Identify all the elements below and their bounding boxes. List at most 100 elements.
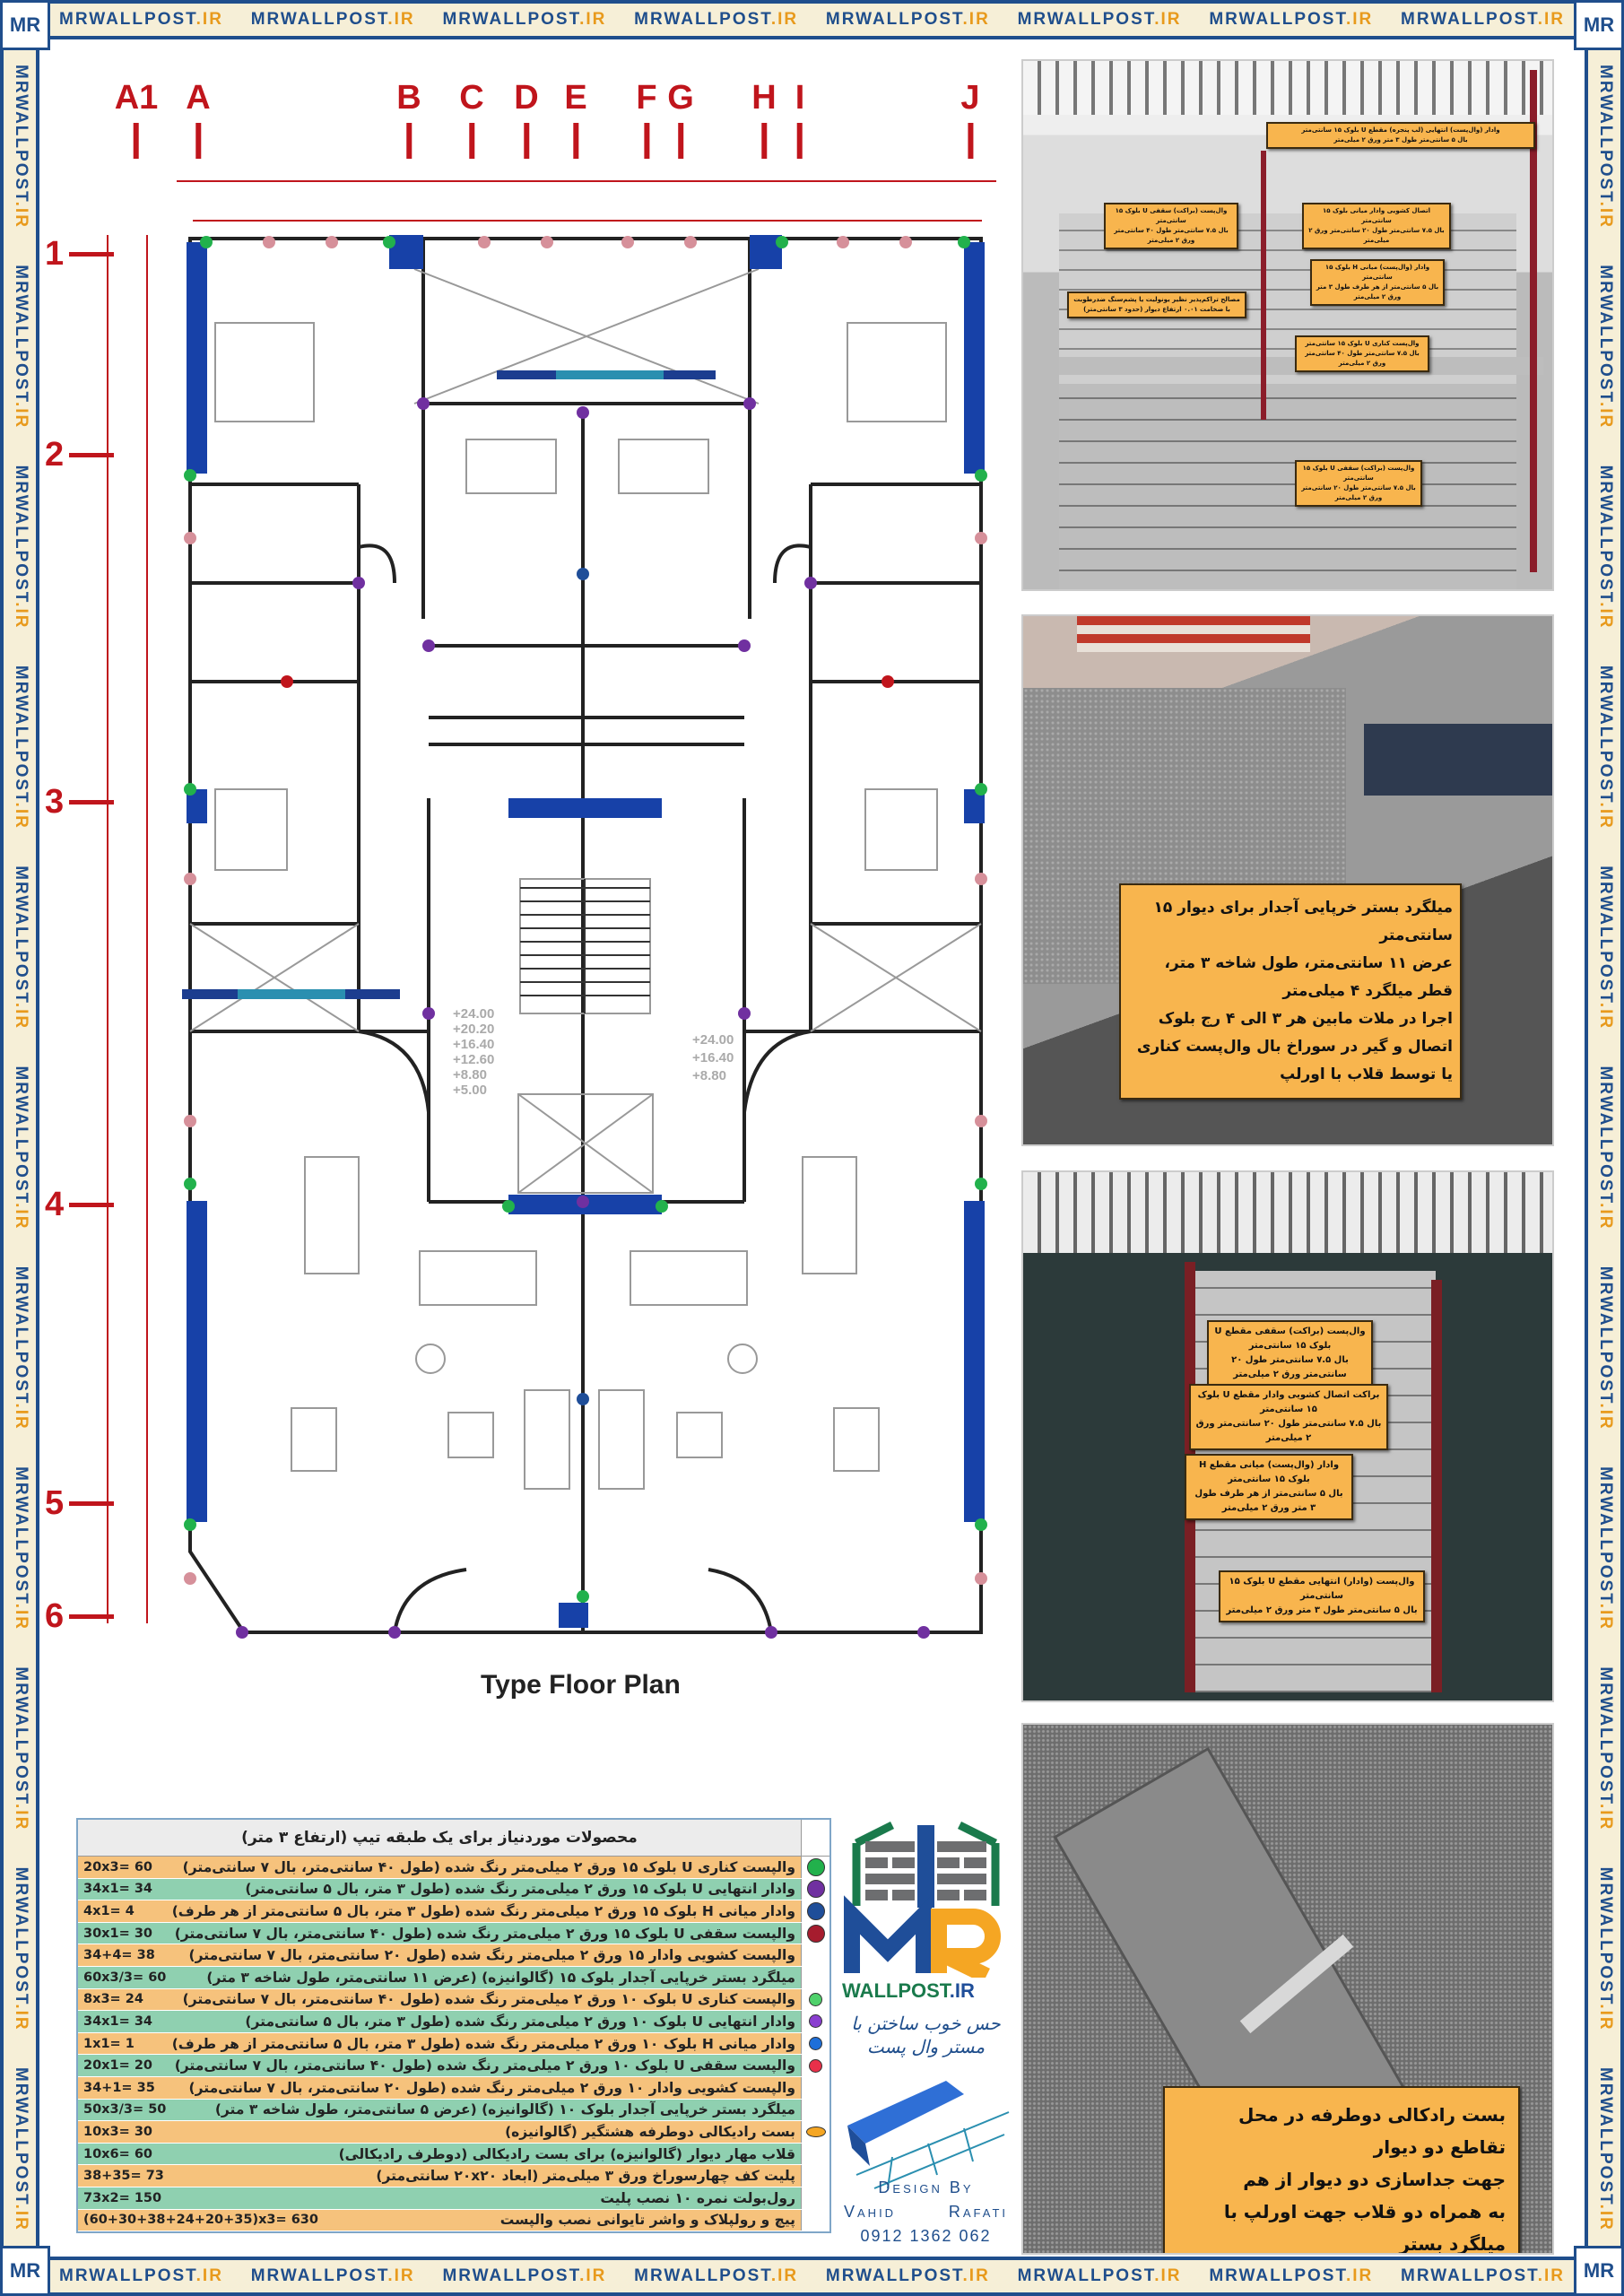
border-text: MRWALLPOST.IR	[1017, 2266, 1182, 2285]
wallpost-marker-dot	[917, 1626, 930, 1639]
table-row: وادار انتهایی U بلوک ۱۰ ورق ۲ میلی‌متر ر…	[78, 2011, 829, 2033]
grid-column-label: I	[795, 79, 804, 159]
table-row: وادار میانی H بلوک ۱۰ ورق ۲ میلی‌متر رنگ…	[78, 2032, 829, 2056]
dimension-lines	[107, 180, 996, 1623]
corner-logo: MR	[1574, 2246, 1624, 2296]
design-by-label: Design By	[878, 2179, 974, 2196]
border-text: MRWALLPOST.IR	[442, 2266, 607, 2285]
wallpost-marker-dot	[577, 1590, 589, 1603]
floor-plan-drawing	[107, 180, 996, 1639]
logo-wordmark: WALLPOST.IR	[842, 1979, 975, 2002]
product-quantity: 34+4= 38	[83, 1948, 155, 1963]
product-quantity: (60+30+38+24+20+35)x3= 630	[83, 2213, 318, 2228]
corner-logo: MR	[0, 2246, 50, 2296]
photo-caption: وال‌پست (براکت) سقفی U بلوک ۱۵ سانتی‌متر…	[1104, 203, 1238, 249]
table-row: پلیت کف چهارسوراخ ورق ۳ میلی‌متر (ابعاد …	[78, 2165, 829, 2187]
caption-line: بال ۵ سانتی‌متر طول ۳ متر ورق ۲ میلی‌متر	[1333, 136, 1468, 144]
wallpost-marker-dot	[422, 639, 435, 652]
grid-column-label: C	[459, 79, 484, 159]
border-text: MRWALLPOST.IR	[1596, 1265, 1615, 1431]
brick-building-logo-icon	[844, 1821, 1001, 1984]
wallpost-marker-dot	[263, 236, 275, 248]
table-row: بست رادیکالی دوطرفه هشتگیر (گالوانیزه)10…	[78, 2121, 829, 2144]
legend-marker-icon	[809, 1992, 822, 2006]
table-title: محصولات موردنیاز برای یک طبقه تیپ (ارتفا…	[241, 1829, 638, 1847]
border-text: MRWALLPOST.IR	[1209, 2266, 1374, 2285]
wallpost-marker-dot	[975, 873, 987, 885]
product-name: قلاب مهار دیوار (گالوانیزه) برای بست راد…	[338, 2145, 795, 2162]
product-quantity: 20x1= 20	[83, 2058, 152, 2074]
border-text: MRWALLPOST.IR	[1401, 10, 1565, 29]
caption-line: بال ۷.۵ سانتی‌متر طول ۴۰ سانتی‌متر ورق ۲…	[1114, 227, 1229, 244]
wallpost-marker-dot	[184, 532, 196, 544]
product-quantity: 10x6= 60	[83, 2146, 152, 2161]
top-border-band: MRWALLPOST.IR MRWALLPOST.IR MRWALLPOST.IR M…	[0, 0, 1624, 39]
wallpost-marker-dot	[958, 236, 970, 248]
product-quantity: 8x3= 24	[83, 1992, 143, 2007]
grid-row-label: 1	[45, 235, 115, 274]
caption-line: وال‌پست کناری U بلوک ۱۵ سانتی‌متر	[1305, 340, 1420, 347]
elevation-value: +20.20	[453, 1022, 495, 1037]
wallpost-marker-dot	[577, 406, 589, 419]
table-header: محصولات موردنیاز برای یک طبقه تیپ (ارتفا…	[78, 1820, 829, 1857]
brand-logo: WALLPOST.IR حس خوب ساختن با مستر وال پست	[838, 1816, 1013, 2256]
wallpost-marker-dot	[422, 1007, 435, 1020]
photo-caption: بست رادکالی دوطرفه در محل تقاطع دو دیوار…	[1163, 2086, 1520, 2253]
table-row: وادار انتهایی U بلوک ۱۵ ورق ۲ میلی‌متر ر…	[78, 1878, 829, 1901]
product-quantity: 34+1= 35	[83, 2080, 155, 2095]
wallpost-marker-dot	[837, 236, 849, 248]
wallpost-marker-dot	[388, 1626, 401, 1639]
connection-dots	[184, 236, 987, 1639]
elevation-value: +24.00	[453, 1006, 495, 1022]
wallpost-marker-dot	[738, 639, 751, 652]
caption-line: بست رادکالی دوطرفه در محل تقاطع دو دیوار	[1238, 2104, 1506, 2158]
caption-line: میلگرد بستر خرپایی آجدار برای دیوار ۱۵ س…	[1153, 899, 1454, 944]
photo-caption: وادار (وال‌پست) میانی مقطع H بلوک ۱۵ سان…	[1185, 1454, 1353, 1520]
wallpost-marker-dot	[656, 1200, 668, 1213]
caption-line: براکت اتصال کشویی وادار مقطع U بلوک ۱۵ س…	[1197, 1390, 1380, 1414]
grid-column-label: G	[667, 79, 694, 159]
photo-caption: وادار (وال‌پست) انتهایی (لب پنجره) مقطع …	[1266, 122, 1535, 149]
wallpost-marker-dot	[478, 236, 491, 248]
bottom-border-band: MRWALLPOST.IR MRWALLPOST.IR MRWALLPOST.IR M…	[0, 2257, 1624, 2296]
stair	[520, 879, 650, 1013]
product-name: والپست کناری U بلوک ۱۰ ورق ۲ میلی‌متر رن…	[182, 1991, 795, 2008]
photo-caption: مصالح تراکم‌پذیر نظیر یونولیت یا پشم‌سنگ…	[1067, 291, 1246, 318]
caption-line: بال ۵ سانتی‌متر از هر طرف طول ۳ متر ورق …	[1316, 283, 1439, 300]
photo-radical-tie: بست رادکالی دوطرفه در محل تقاطع دو دیوار…	[1021, 1723, 1554, 2255]
wallpost-marker-dot	[684, 236, 697, 248]
legend-marker-icon	[806, 1924, 825, 1943]
legend-marker-icon	[806, 1901, 825, 1920]
product-name: پلیت کف چهارسوراخ ورق ۳ میلی‌متر (ابعاد …	[376, 2168, 795, 2185]
elevation-value: +8.80	[692, 1068, 726, 1083]
caption-line: یا توسط قلاب با اورلپ	[1280, 1065, 1453, 1083]
wallpost-marker-dot	[765, 1626, 777, 1639]
caption-line: وال‌پست (براکت) سقفی U بلوک ۱۵ سانتی‌متر	[1115, 207, 1228, 224]
wallpost-marker-dot	[184, 1178, 196, 1190]
grid-column-label: H	[751, 79, 777, 159]
border-text: MRWALLPOST.IR	[442, 10, 607, 29]
caption-line: بال ۷.۵ سانتی‌متر طول ۲۰ سانتی‌متر ورق ۲…	[1231, 1355, 1349, 1379]
wallpost-marker-dot	[577, 1196, 589, 1208]
wallpost-marker-dot	[738, 1007, 751, 1020]
wallpost-marker-dot	[184, 1115, 196, 1127]
border-text: MRWALLPOST.IR	[1209, 10, 1374, 29]
elevation-value: +16.40	[453, 1037, 495, 1052]
product-quantity: 50x3/3= 50	[83, 2102, 167, 2118]
border-text: MRWALLPOST.IR	[634, 2266, 799, 2285]
legend-marker-icon	[809, 2037, 822, 2051]
wallpost-marker-dot	[975, 1572, 987, 1585]
caption-line: اتصال و گیر در سوراخ بال وال‌پست کناری	[1136, 1038, 1453, 1056]
table-row: قلاب مهار دیوار (گالوانیزه) برای بست راد…	[78, 2143, 829, 2166]
grid-column-label: A	[186, 79, 211, 159]
product-quantity: 1x1= 1	[83, 2036, 135, 2051]
corner-logo: MR	[0, 0, 50, 50]
wallpost-marker-dot	[975, 469, 987, 482]
wallpost-marker-dot	[776, 236, 788, 248]
wallpost-marker-dot	[899, 236, 912, 248]
border-text: MRWALLPOST.IR	[1596, 2066, 1615, 2231]
wallpost-marker-dot	[975, 1518, 987, 1531]
product-name: وادار میانی H بلوک ۱۵ ورق ۲ میلی‌متر رنگ…	[171, 1902, 795, 1919]
border-text: MRWALLPOST.IR	[59, 10, 223, 29]
